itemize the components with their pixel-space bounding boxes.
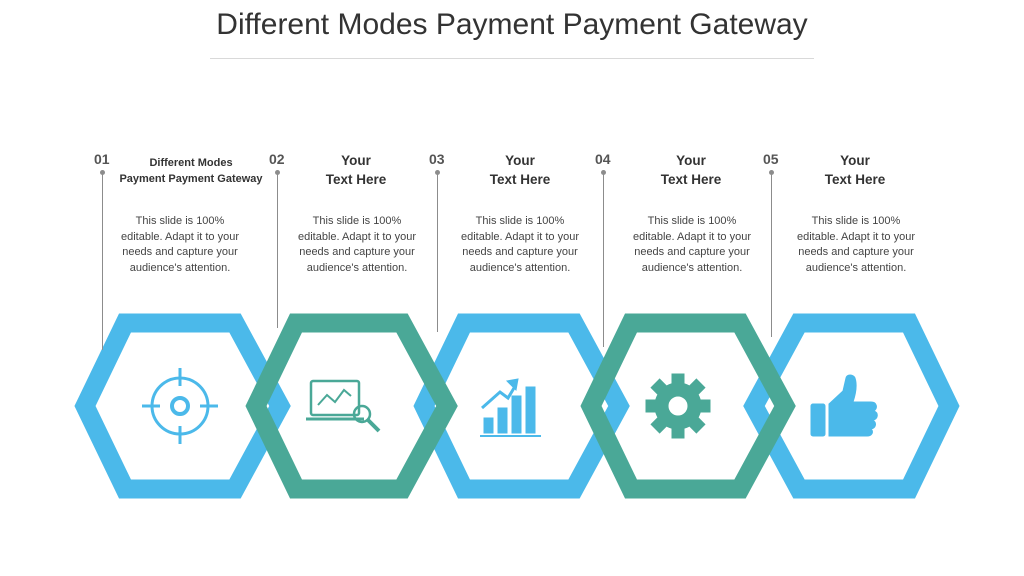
- step-3-connector: [437, 172, 438, 332]
- step-3-hexagon: [413, 313, 630, 499]
- thumbs-up-icon: [810, 374, 878, 437]
- step-1-dot: [100, 170, 105, 175]
- gear-icon: [645, 373, 711, 439]
- target-icon: [142, 368, 218, 444]
- step-1-connector: [102, 172, 103, 350]
- step-3-dot: [435, 170, 440, 175]
- step-4-description: This slide is 100% editable. Adapt it to…: [632, 215, 752, 274]
- step-2-number: 02: [269, 151, 285, 167]
- chart-magnifier-icon: [306, 379, 381, 433]
- step-1-hexagon: [74, 313, 291, 499]
- step-5-connector: [771, 172, 772, 337]
- step-2-connector: [277, 172, 278, 328]
- step-5-hexagon: [743, 313, 960, 499]
- step-4-heading: Your Text Here: [660, 153, 722, 187]
- growth-bars-icon: [480, 378, 541, 437]
- title-divider: [210, 58, 814, 59]
- step-4-dot: [601, 170, 606, 175]
- step-1-number: 01: [94, 151, 110, 167]
- step-3-heading: Your Text Here: [489, 153, 551, 187]
- step-2-hexagon: [245, 313, 458, 499]
- page-title: Different Modes Payment Payment Gateway: [216, 8, 808, 41]
- step-5-dot: [769, 170, 774, 175]
- step-2-description: This slide is 100% editable. Adapt it to…: [297, 215, 417, 274]
- step-2-dot: [275, 170, 280, 175]
- step-5-heading: Your Text Here: [824, 153, 886, 187]
- step-1-description: This slide is 100% editable. Adapt it to…: [120, 215, 240, 274]
- step-5-number: 05: [763, 151, 779, 167]
- step-1-heading: Different Modes Payment Payment Gateway: [119, 157, 263, 185]
- step-4-connector: [603, 172, 604, 347]
- step-4-number: 04: [595, 151, 611, 167]
- step-4-hexagon: [580, 313, 796, 499]
- step-5-description: This slide is 100% editable. Adapt it to…: [796, 215, 916, 274]
- step-2-heading: Your Text Here: [325, 153, 387, 187]
- step-3-number: 03: [429, 151, 445, 167]
- step-3-description: This slide is 100% editable. Adapt it to…: [460, 215, 580, 274]
